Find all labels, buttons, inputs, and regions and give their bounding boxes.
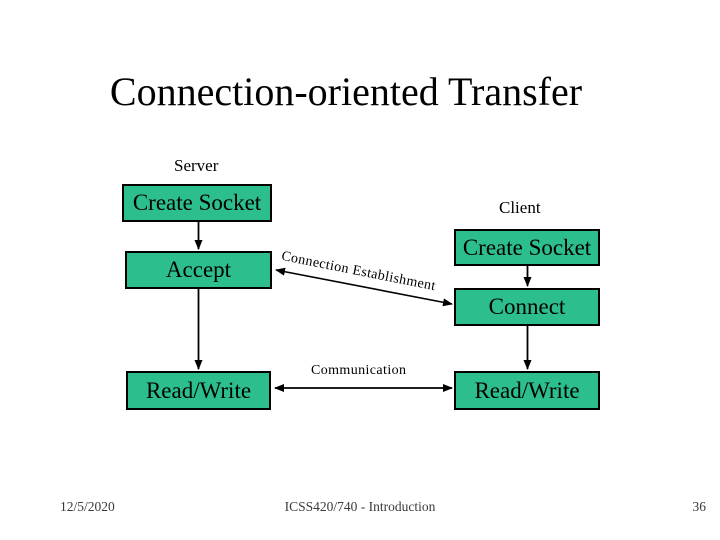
server-create-socket-label: Create Socket xyxy=(132,190,262,215)
server-accept-label: Accept xyxy=(165,257,232,282)
connection-establishment-label: Connection Establishment xyxy=(280,249,437,295)
footer-page-number: 36 xyxy=(692,499,707,514)
footer-course: ICSS420/740 - Introduction xyxy=(284,499,436,514)
client-column-label: Client xyxy=(499,198,541,217)
client-connect-box: Connect xyxy=(454,288,600,326)
server-read-write-box: Read/Write xyxy=(126,371,271,410)
client-create-socket-box: Create Socket xyxy=(454,229,600,266)
client-read-write-box: Read/Write xyxy=(454,371,600,410)
server-create-socket-box: Create Socket xyxy=(122,184,272,222)
communication-label: Communication xyxy=(311,363,407,378)
footer-date: 12/5/2020 xyxy=(60,499,115,514)
slide-title: Connection-oriented Transfer xyxy=(109,69,583,114)
server-column-label: Server xyxy=(174,156,219,175)
client-connect-label: Connect xyxy=(488,294,566,319)
server-read-write-label: Read/Write xyxy=(145,377,252,403)
client-create-socket-label: Create Socket xyxy=(462,234,592,260)
server-accept-box: Accept xyxy=(125,251,272,289)
client-read-write-label: Read/Write xyxy=(474,377,580,403)
